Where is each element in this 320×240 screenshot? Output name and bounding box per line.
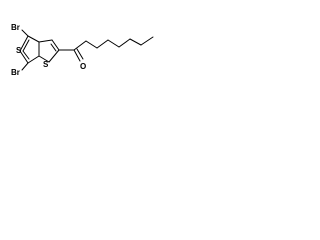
bond — [27, 35, 40, 43]
oxygen-label: O — [80, 62, 86, 71]
chain-bond — [73, 40, 87, 51]
bond-double-inner — [22, 39, 30, 52]
bond — [51, 39, 60, 51]
sulfur-label-left: S — [16, 46, 22, 55]
bromine-label-bottom: Br — [11, 68, 20, 77]
chain-bond — [129, 38, 142, 46]
bond — [38, 39, 53, 43]
bond — [48, 49, 60, 63]
bond-carbonyl-oxygen — [73, 49, 81, 62]
chemical-structure-diagram: Br Br S S O — [11, 23, 154, 77]
bromine-label-top: Br — [11, 23, 20, 32]
bond-br-top — [21, 29, 29, 37]
chain-bond — [107, 39, 120, 48]
bond-carbonyl-oxygen-double — [76, 48, 84, 60]
bond — [38, 55, 50, 63]
bond — [19, 50, 29, 64]
chain-bond — [85, 40, 98, 49]
chain-bond — [96, 39, 109, 49]
bond-double-inner — [22, 50, 30, 60]
bond — [19, 35, 29, 52]
sulfur-label-right: S — [43, 60, 49, 69]
atom-labels: Br Br S S O — [11, 23, 86, 77]
bond-lines — [19, 29, 154, 71]
chain-bond — [118, 38, 131, 48]
bond-double-inner — [50, 43, 57, 52]
chain-bond — [140, 36, 154, 46]
bond-br-bottom — [21, 62, 29, 71]
bond — [27, 55, 40, 64]
